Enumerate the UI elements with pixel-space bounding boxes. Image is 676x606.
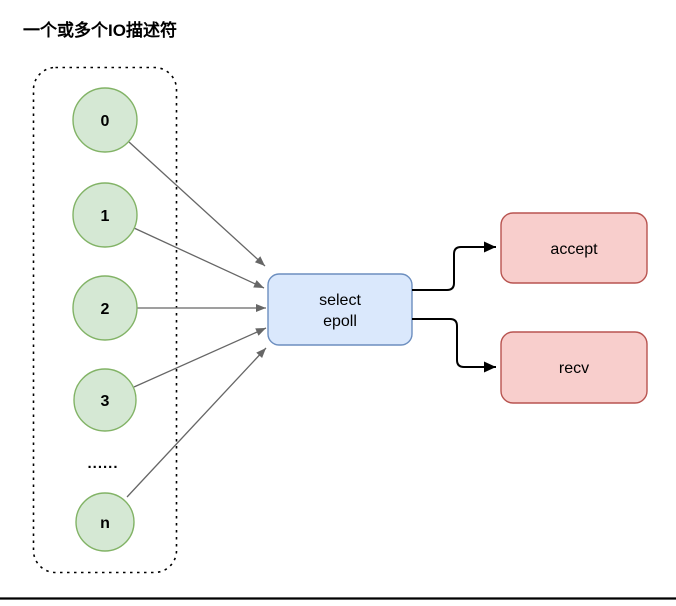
select-epoll-rect — [267, 273, 413, 346]
descriptor-node-3-label: 3 — [101, 393, 110, 410]
recv-label: recv — [559, 360, 589, 377]
descriptor-node-2: 2 — [72, 275, 138, 341]
diagram-title: 一个或多个IO描述符 — [23, 20, 177, 40]
descriptor-node-n-circle — [75, 492, 135, 552]
descriptor-node-3: 3 — [73, 368, 137, 432]
accept-rect — [500, 212, 648, 284]
edge-select-to-recv — [412, 318, 496, 373]
edge-node0-to-select — [128, 141, 266, 267]
select-label: select — [319, 292, 361, 309]
recv-rect — [500, 331, 648, 404]
select-epoll-box: select epoll — [267, 273, 413, 346]
edge-node1-to-select — [133, 227, 265, 289]
descriptor-node-0-label: 0 — [101, 113, 110, 130]
descriptor-node-0-circle — [72, 87, 138, 153]
accept-label: accept — [550, 241, 598, 258]
recv-box: recv — [500, 331, 648, 404]
descriptor-group-frame — [32, 66, 178, 574]
descriptor-node-2-label: 2 — [101, 301, 110, 318]
ellipsis-label: ...... — [87, 455, 118, 472]
epoll-label: epoll — [323, 313, 357, 330]
edge-node3-to-select — [133, 327, 267, 388]
descriptor-node-1-label: 1 — [101, 208, 110, 225]
descriptor-node-0: 0 — [72, 87, 138, 153]
descriptor-node-1-circle — [72, 182, 138, 248]
descriptor-node-1: 1 — [72, 182, 138, 248]
edge-select-to-accept — [412, 241, 496, 291]
descriptor-node-n-label: n — [100, 515, 110, 532]
descriptor-node-2-circle — [72, 275, 138, 341]
descriptor-node-3-circle — [73, 368, 137, 432]
descriptor-node-n: n — [75, 492, 135, 552]
edge-noden-to-select — [126, 347, 267, 498]
accept-box: accept — [500, 212, 648, 284]
